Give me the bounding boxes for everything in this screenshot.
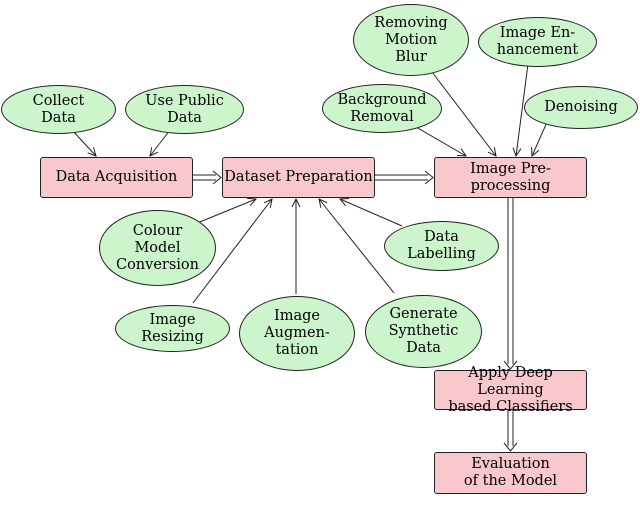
arrow-collect-to-acquisition xyxy=(71,129,96,156)
node-image-enhancement: Image En- hancement xyxy=(478,17,597,67)
double-arrow-classifiers-to-evaluation xyxy=(503,410,518,452)
arrow-resizing-to-preparation xyxy=(192,199,272,304)
node-use-public-data: Use Public Data xyxy=(125,85,244,134)
arrow-public-to-acquisition xyxy=(150,129,171,156)
arrow-denoising-to-preprocessing xyxy=(532,119,549,156)
arrow-motion-to-preprocessing xyxy=(431,71,496,156)
node-evaluation: Evaluation of the Model xyxy=(434,452,587,494)
node-generate-synthetic-data: Generate Synthetic Data xyxy=(365,295,482,368)
arrow-enhancement-to-preprocessing xyxy=(516,63,529,156)
node-removing-motion-blur: Removing Motion Blur xyxy=(353,4,469,76)
node-data-acquisition: Data Acquisition xyxy=(40,157,193,198)
node-collect-data: Collect Data xyxy=(1,85,116,134)
double-arrow-acquisition-to-preparation xyxy=(193,170,222,185)
node-image-preprocessing: Image Pre-processing xyxy=(434,157,587,198)
node-image-augmentation: Image Augmen- tation xyxy=(239,296,355,371)
node-dataset-preparation: Dataset Preparation xyxy=(222,157,375,198)
double-arrow-preprocessing-to-classifiers xyxy=(503,197,518,370)
arrow-labelling-to-preparation xyxy=(340,199,403,227)
node-background-removal: Background Removal xyxy=(322,84,442,133)
node-denoising: Denoising xyxy=(524,86,638,129)
node-image-resizing: Image Resizing xyxy=(115,305,230,352)
node-data-labelling: Data Labelling xyxy=(384,221,499,271)
arrow-synthetic-to-preparation xyxy=(319,199,395,294)
double-arrow-preparation-to-preprocessing xyxy=(375,170,434,185)
arrow-background-to-preprocessing xyxy=(415,126,466,156)
node-apply-classifiers: Apply Deep Learning based Classifiers xyxy=(434,365,587,415)
node-colour-model-conversion: Colour Model Conversion xyxy=(99,210,216,286)
